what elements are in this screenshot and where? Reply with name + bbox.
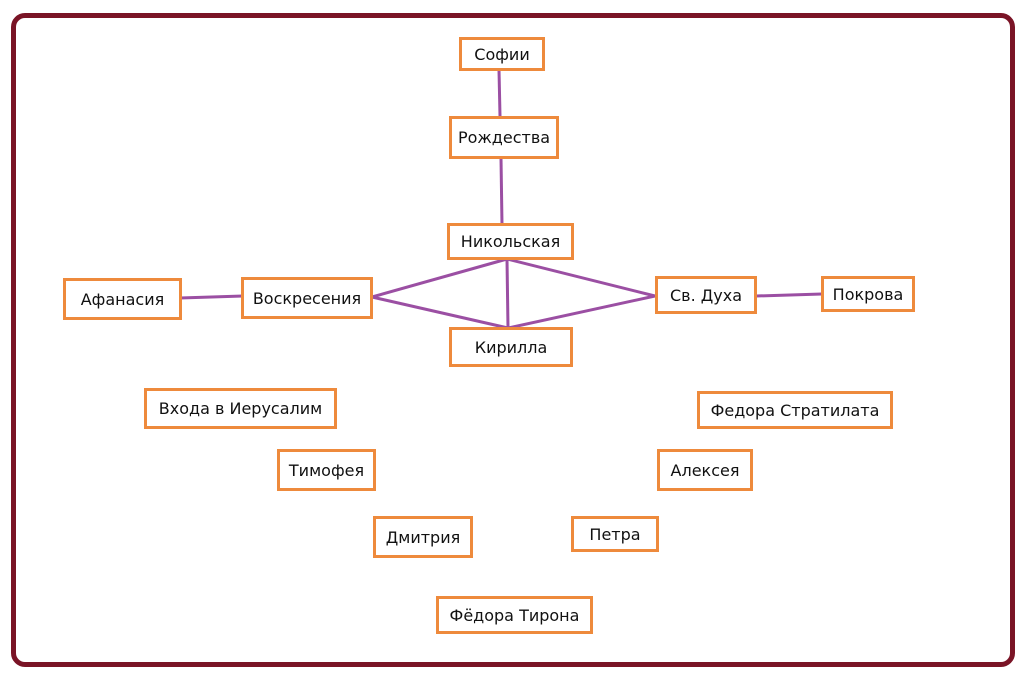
node-petra: Петра — [571, 516, 659, 552]
edge-rozhdestva-nikolskaya — [499, 157, 504, 226]
node-pokrova: Покрова — [821, 276, 915, 312]
edge-voskreseniya-kirilla — [371, 295, 509, 330]
node-timofeya: Тимофея — [277, 449, 376, 491]
node-vkhoda: Входа в Иерусалим — [144, 388, 337, 429]
node-kirilla: Кирилла — [449, 327, 573, 367]
node-fyodora-tirona: Фёдора Тирона — [436, 596, 593, 634]
node-alekseya: Алексея — [657, 449, 753, 491]
node-afanasiya: Афанасия — [63, 278, 182, 320]
edge-svdukha-pokrova — [755, 292, 823, 298]
edge-sofii-rozhdestva — [497, 69, 502, 117]
node-fedora-stratilata: Федора Стратилата — [697, 391, 893, 429]
edge-nikolskaya-svdukha — [506, 257, 656, 298]
edge-nikolskaya-kirilla — [505, 258, 510, 329]
node-dmitriya: Дмитрия — [373, 516, 473, 558]
node-nikolskaya: Никольская — [447, 223, 574, 260]
edge-voskreseniya-nikolskaya — [371, 257, 508, 299]
node-sofii: Софии — [459, 37, 545, 71]
edge-kirilla-svdukha — [507, 294, 656, 330]
node-voskreseniya: Воскресения — [241, 277, 373, 319]
diagram-frame — [11, 13, 1015, 667]
node-sv-dukha: Св. Духа — [655, 276, 757, 314]
node-rozhdestva: Рождества — [449, 116, 559, 159]
edge-afanasiya-voskreseniya — [179, 294, 244, 300]
